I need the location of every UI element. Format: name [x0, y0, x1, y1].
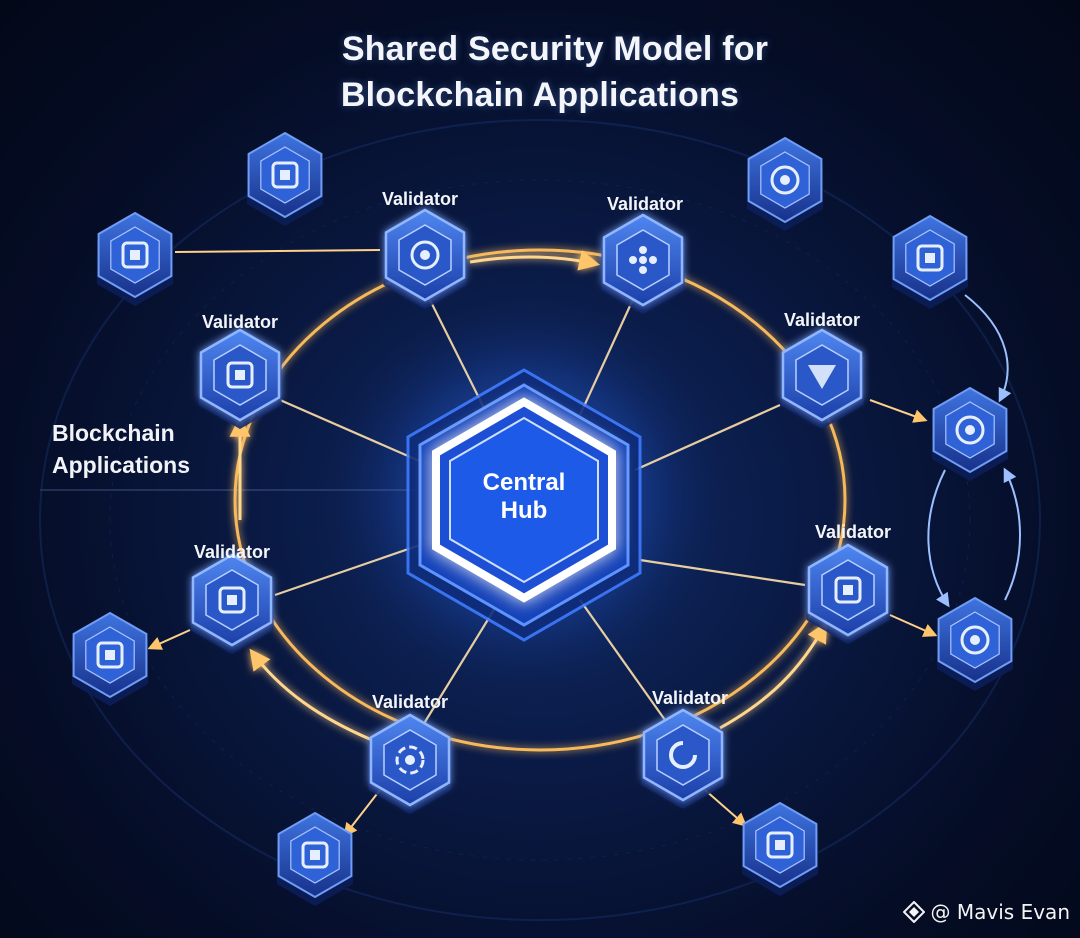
validator-label: Validator [815, 522, 891, 542]
validator-label: Validator [784, 310, 860, 330]
block-icon [271, 161, 299, 189]
side-label-line1: Blockchain [52, 420, 175, 446]
database-icon [770, 165, 800, 195]
validator-label: Validator [372, 692, 448, 712]
segmented-ring-icon [395, 745, 425, 775]
validator-node-5[interactable]: Validator [641, 688, 728, 809]
validator-label: Validator [202, 312, 278, 332]
validator-node-2[interactable]: Validator [601, 194, 685, 314]
hexagon-ring-icon [410, 240, 440, 270]
diamond-logo-icon [902, 901, 925, 923]
shield-chevron-icon [808, 365, 836, 389]
application-node-9[interactable] [741, 801, 819, 896]
hub-label-line2: Hub [501, 497, 548, 524]
block-icon [96, 641, 124, 669]
application-node-1[interactable] [246, 131, 324, 226]
validator-label: Validator [652, 688, 728, 708]
database-icon [960, 625, 990, 655]
validator-node-4[interactable]: Validator [806, 522, 891, 644]
application-nodes [71, 131, 1014, 906]
validator-node-1[interactable]: Validator [382, 189, 467, 309]
block-icon [766, 831, 794, 859]
application-node-3[interactable] [746, 136, 824, 231]
application-node-5[interactable] [931, 386, 1009, 481]
validator-node-7[interactable]: Validator [190, 542, 274, 654]
application-node-8[interactable] [276, 811, 354, 906]
validator-label: Validator [382, 189, 458, 209]
node-grid-icon [226, 361, 254, 389]
credit: @ Mavis Evan [902, 900, 1070, 924]
application-node-4[interactable] [891, 214, 969, 309]
hub-label-line1: Central [483, 469, 566, 496]
application-node-6[interactable] [936, 596, 1014, 691]
app-connectors [147, 249, 938, 838]
cube-lock-icon [834, 576, 862, 604]
page-title-line1: Shared Security Model for [341, 30, 769, 68]
block-icon [916, 244, 944, 272]
credit-text: @ Mavis Evan [930, 900, 1070, 924]
validator-label: Validator [607, 194, 683, 214]
block-icon [121, 241, 149, 269]
circular-arrow-icon [669, 741, 697, 769]
database-icon [955, 415, 985, 445]
app-links-right [927, 294, 1021, 608]
application-node-2[interactable] [96, 211, 174, 306]
page-title-line2: Blockchain Applications [340, 76, 740, 114]
application-node-7[interactable] [71, 611, 149, 706]
validator-node-8[interactable]: Validator [198, 312, 282, 429]
side-label-line2: Applications [52, 452, 191, 478]
concentric-square-icon [218, 586, 246, 614]
block-icon [301, 841, 329, 869]
validator-node-3[interactable]: Validator [780, 310, 864, 429]
central-hub[interactable]: Central Hub [406, 368, 642, 642]
dots-cluster-icon [629, 246, 657, 274]
validator-ring [229, 248, 847, 752]
validator-label: Validator [194, 542, 270, 562]
validator-node-6[interactable]: Validator [368, 692, 452, 814]
